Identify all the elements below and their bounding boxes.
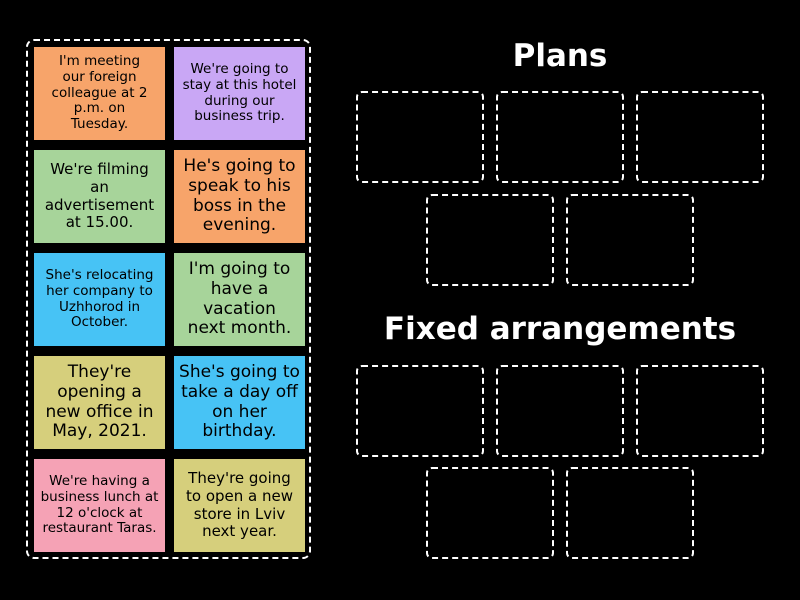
- card-2-text: We're going to stay at this hotel during…: [182, 60, 297, 125]
- card-3-text: We're filming an advertisement at 15.00.: [44, 160, 155, 232]
- card-2[interactable]: We're going to stay at this hotel during…: [174, 47, 305, 140]
- fixed-slot-1[interactable]: [356, 365, 484, 457]
- card-7-text: They're opening a new office in May, 202…: [45, 361, 154, 442]
- card-9[interactable]: We're having a business lunch at 12 o'cl…: [34, 459, 165, 552]
- card-9-text: We're having a business lunch at 12 o'cl…: [40, 472, 159, 537]
- card-tray: [26, 39, 311, 559]
- fixed-arrangements-heading: Fixed arrangements: [383, 311, 737, 347]
- card-4-text: He's going to speak to his boss in the e…: [183, 155, 296, 236]
- fixed-slot-2[interactable]: [496, 365, 624, 457]
- plans-slot-5[interactable]: [566, 194, 694, 286]
- plans-slot-2[interactable]: [496, 91, 624, 183]
- card-5[interactable]: She's relocating her company to Uzhhorod…: [34, 253, 165, 346]
- card-6[interactable]: I'm going to have a vacation next month.: [174, 253, 305, 346]
- fixed-slot-4[interactable]: [426, 467, 554, 559]
- card-8[interactable]: She's going to take a day off on her bir…: [174, 356, 305, 449]
- card-1-text: I'm meeting our foreign colleague at 2 p…: [51, 53, 148, 133]
- plans-heading: Plans: [512, 38, 608, 74]
- fixed-slot-3[interactable]: [636, 365, 764, 457]
- card-6-text: I'm going to have a vacation next month.: [187, 258, 292, 339]
- plans-slot-1[interactable]: [356, 91, 484, 183]
- card-3[interactable]: We're filming an advertisement at 15.00.: [34, 150, 165, 243]
- card-1[interactable]: I'm meeting our foreign colleague at 2 p…: [34, 47, 165, 140]
- card-4[interactable]: He's going to speak to his boss in the e…: [174, 150, 305, 243]
- card-8-text: She's going to take a day off on her bir…: [179, 361, 300, 442]
- card-10[interactable]: They're going to open a new store in Lvi…: [174, 459, 305, 552]
- plans-slot-3[interactable]: [636, 91, 764, 183]
- card-5-text: She's relocating her company to Uzhhorod…: [45, 266, 154, 331]
- fixed-slot-5[interactable]: [566, 467, 694, 559]
- card-10-text: They're going to open a new store in Lvi…: [186, 469, 293, 541]
- card-7[interactable]: They're opening a new office in May, 202…: [34, 356, 165, 449]
- plans-slot-4[interactable]: [426, 194, 554, 286]
